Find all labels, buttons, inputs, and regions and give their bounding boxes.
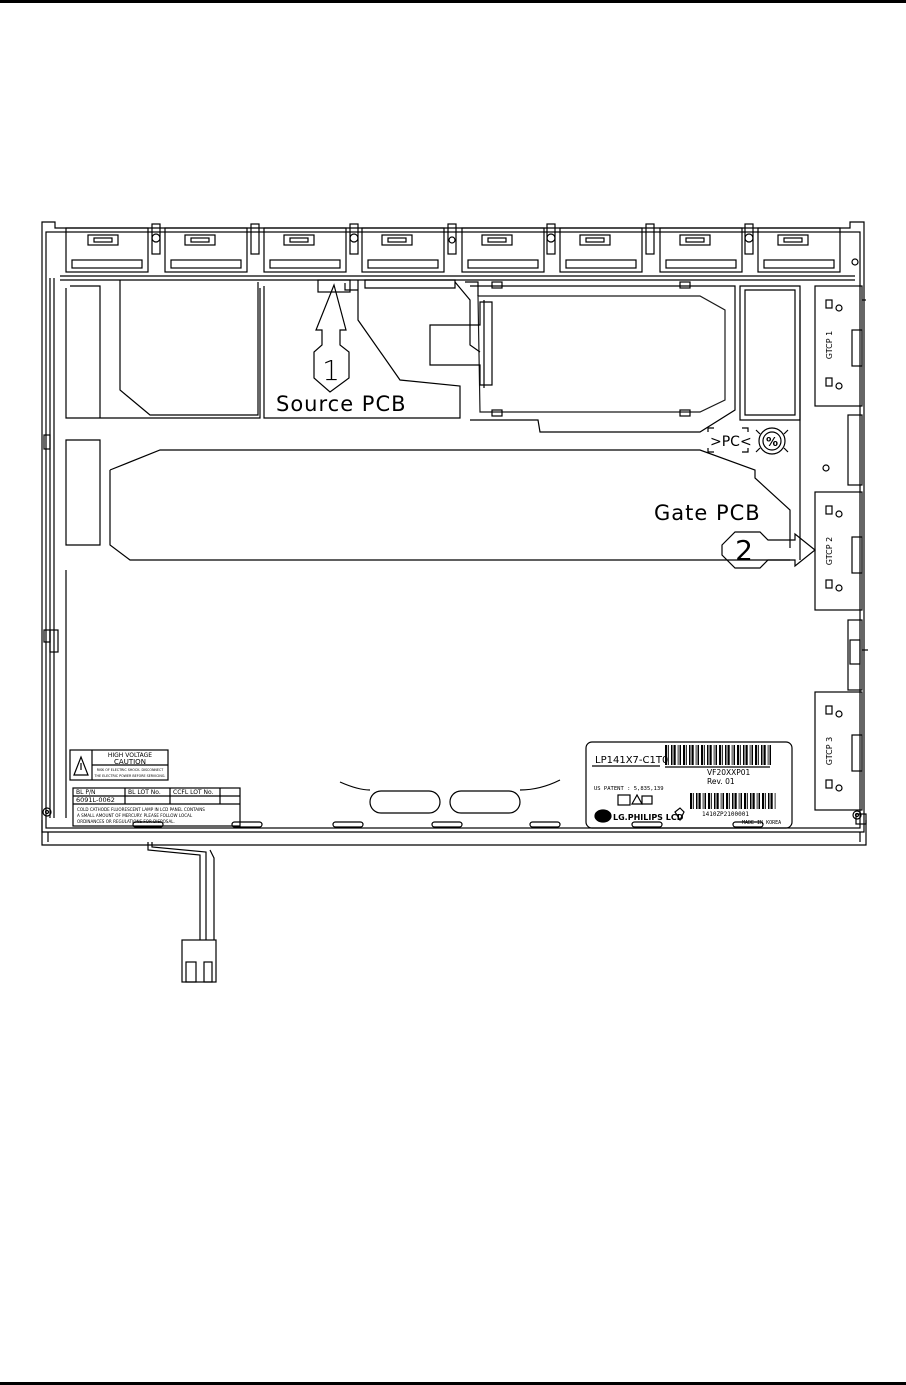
source-pcb-callout — [313, 279, 351, 393]
callout-1-number: 1 — [322, 354, 340, 387]
gtcp-1-label: GTCP 1 — [825, 331, 834, 359]
caution-title-2: CAUTION — [114, 758, 146, 766]
product-label — [585, 741, 793, 829]
caution-warning-2: THE ELECTRIC POWER BEFORE SERVICING. — [94, 774, 166, 778]
brand-name: LG.PHILIPS LCD — [613, 813, 684, 822]
bl-header-lot: BL LOT No. — [128, 789, 161, 796]
source-pcb-label: Source PCB — [276, 392, 407, 416]
caution-warning-1: RISK OF ELECTRIC SHOCK. DISCONNECT — [97, 768, 165, 772]
bottom-rule — [0, 1382, 906, 1385]
recycle-symbol — [755, 427, 789, 455]
lamp-cable — [147, 842, 217, 983]
barcode-1 — [665, 745, 771, 765]
gate-modules — [814, 285, 868, 811]
serial-number: 1410ZP2100001 — [702, 811, 749, 818]
panel-frame — [41, 221, 867, 846]
caution-title-1: HIGH VOLTAGE — [108, 752, 152, 759]
top-rule — [0, 0, 906, 3]
patent-number: US PATENT : 5,835,139 — [594, 786, 664, 792]
caution-label — [69, 749, 169, 781]
gtcp-2-label: GTCP 2 — [825, 537, 834, 565]
gate-pcb-label: Gate PCB — [654, 501, 761, 525]
bl-notice-2: A SMALL AMOUNT OF MERCURY. PLEASE FOLLOW… — [77, 813, 193, 818]
bl-header-pn: BL P/N — [76, 789, 96, 796]
barcode-2 — [690, 793, 776, 809]
bl-part-number: 6091L-0062 — [76, 796, 115, 804]
gtcp-labels: GTCP 1 GTCP 2 GTCP 3 — [825, 331, 834, 765]
pc-mark — [707, 427, 749, 453]
source-drivers — [60, 223, 859, 281]
pc-mark-text: >PC< — [710, 434, 752, 450]
bl-notice-1: COLD CATHODE FLUORESCENT LAMP IN LCD PAN… — [77, 807, 205, 812]
gate-pcb-callout — [721, 531, 816, 569]
recycle-mark-text: % — [766, 435, 778, 449]
bl-header-ccfl: CCFL LOT No. — [173, 789, 214, 796]
chassis-outline — [65, 279, 801, 818]
gtcp-3-label: GTCP 3 — [825, 737, 834, 765]
bottom-slots — [132, 821, 764, 828]
origin-text: MADE IN KOREA — [742, 820, 781, 826]
bl-notice-3: ORDINANCES OR REGULATIONS FOR DISPOSAL. — [77, 819, 175, 824]
bl-label — [72, 787, 241, 827]
callout-2-number: 2 — [735, 534, 753, 567]
model-number: LP141X7-C1T0 — [595, 755, 668, 766]
product-rev: Rev. 01 — [707, 777, 735, 786]
product-code: VF20XXP01 — [707, 768, 751, 777]
